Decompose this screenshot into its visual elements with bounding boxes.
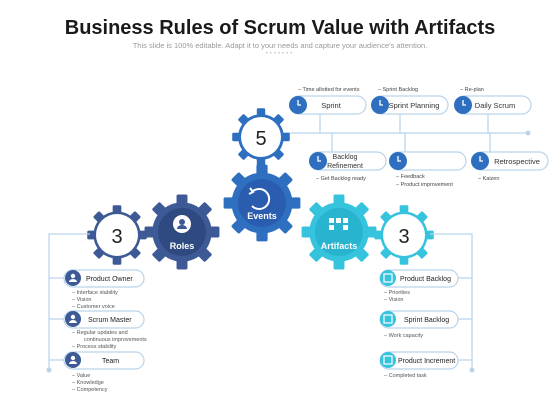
gear-artifacts: Artifacts: [301, 194, 377, 270]
svg-text:– Vision: – Vision: [72, 297, 91, 303]
event-note-sprint-planning: – Sprint Backlog: [378, 87, 418, 93]
event-label-backlog: Backlog: [333, 154, 358, 161]
gear-events-label: Events: [247, 211, 277, 221]
artifacts-line-end-dot: [469, 367, 475, 373]
roles-line-end-dot: [46, 367, 52, 373]
gear-artifacts-label: Artifacts: [321, 241, 358, 251]
event-label-sprint: Sprint: [321, 101, 342, 110]
event-pill-daily-scrum[interactable]: Daily Scrum: [454, 95, 532, 115]
events-line-end-dot: [525, 130, 531, 136]
role-notes-team: – Value – Knowledge – Competency: [72, 373, 108, 393]
events-connector-lines: [285, 113, 528, 152]
event-label-refinement: Refinement: [327, 163, 363, 170]
grid-icon: [380, 311, 396, 327]
role-pill-scrum-master[interactable]: Scrum Master: [63, 310, 145, 329]
event-pill-review[interactable]: [389, 151, 467, 171]
svg-text:– Completed task: – Completed task: [384, 373, 427, 379]
event-note-backlog: – Get Backlog ready: [316, 176, 366, 182]
svg-text:– Customer voice: – Customer voice: [72, 304, 115, 310]
gear-roles-label: Roles: [170, 241, 195, 251]
grid-icon: [380, 352, 396, 368]
gear-roles: Roles: [144, 194, 220, 270]
slide-title: Business Rules of Scrum Value with Artif…: [64, 17, 496, 39]
event-pill-sprint-planning[interactable]: Sprint Planning: [371, 95, 449, 115]
artifact-label-product-backlog: Product Backlog: [400, 276, 451, 283]
svg-text:– Work capacity: – Work capacity: [384, 333, 423, 339]
artifact-notes-product-increment: – Completed task: [384, 373, 427, 379]
role-pill-product-owner[interactable]: Product Owner: [63, 269, 145, 288]
gear-events: Events: [223, 164, 301, 242]
event-note-feedback: – Feedback: [396, 174, 425, 180]
artifact-pill-sprint-backlog[interactable]: Sprint Backlog: [379, 310, 459, 329]
artifact-pill-product-backlog[interactable]: Product Backlog: [379, 269, 459, 288]
artifact-label-sprint-backlog: Sprint Backlog: [404, 317, 449, 324]
role-label-scrum-master: Scrum Master: [88, 317, 132, 324]
event-note-kaizen: – Kaizen: [478, 176, 499, 182]
event-label-daily-scrum: Daily Scrum: [475, 101, 515, 110]
svg-text:– Process stability: – Process stability: [72, 344, 117, 350]
svg-text:– Vision: – Vision: [384, 297, 403, 303]
cycle-icon: [251, 188, 271, 210]
svg-text:– Interface stability: – Interface stability: [72, 290, 118, 296]
role-label-product-owner: Product Owner: [86, 276, 133, 283]
role-label-team: Team: [102, 358, 119, 365]
artifact-pill-product-increment[interactable]: Product Increment: [379, 351, 459, 370]
gear-artifacts-number: 3: [374, 205, 434, 265]
grid-icon: [329, 218, 348, 230]
svg-text:– Priorities: – Priorities: [384, 290, 410, 296]
gear-roles-digit: 3: [111, 226, 122, 248]
svg-text:– Value: – Value: [72, 373, 90, 379]
event-note-product-improvement: – Product improvement: [396, 182, 453, 188]
svg-text:– Competency: – Competency: [72, 387, 108, 393]
event-pill-sprint[interactable]: Sprint: [289, 95, 367, 115]
event-label-retrospective: Retrospective: [494, 157, 540, 166]
slide-subtitle: This slide is 100% editable. Adapt it to…: [132, 41, 428, 50]
event-label-sprint-planning: Sprint Planning: [389, 101, 440, 110]
artifacts-connector-lines: [430, 233, 473, 370]
title-divider-dots: •••••••: [265, 51, 295, 57]
svg-text:continuous improvements: continuous improvements: [84, 337, 147, 343]
svg-text:– Knowledge: – Knowledge: [72, 380, 104, 386]
grid-icon: [380, 270, 396, 286]
svg-text:– Regular updates and: – Regular updates and: [72, 330, 128, 336]
event-pill-backlog-refinement[interactable]: Backlog Refinement: [309, 151, 387, 171]
gear-roles-number: 3: [87, 205, 147, 265]
artifact-notes-product-backlog: – Priorities – Vision: [384, 290, 410, 303]
gear-five-number: 5: [255, 128, 266, 150]
role-notes-product-owner: – Interface stability – Vision – Custome…: [72, 290, 118, 310]
event-pill-retrospective[interactable]: Retrospective: [471, 151, 549, 171]
event-note-sprint: – Time allotted for events: [298, 87, 360, 93]
gear-artifacts-digit: 3: [398, 226, 409, 248]
role-pill-team[interactable]: Team: [63, 351, 145, 370]
artifact-notes-sprint-backlog: – Work capacity: [384, 333, 423, 339]
event-note-daily-scrum: – Re-plan: [460, 87, 484, 93]
gear-five: 5: [232, 108, 290, 166]
roles-connector-lines: [48, 233, 90, 370]
role-notes-scrum-master: – Regular updates and continuous improve…: [72, 330, 147, 350]
artifact-label-product-increment: Product Increment: [398, 358, 455, 365]
